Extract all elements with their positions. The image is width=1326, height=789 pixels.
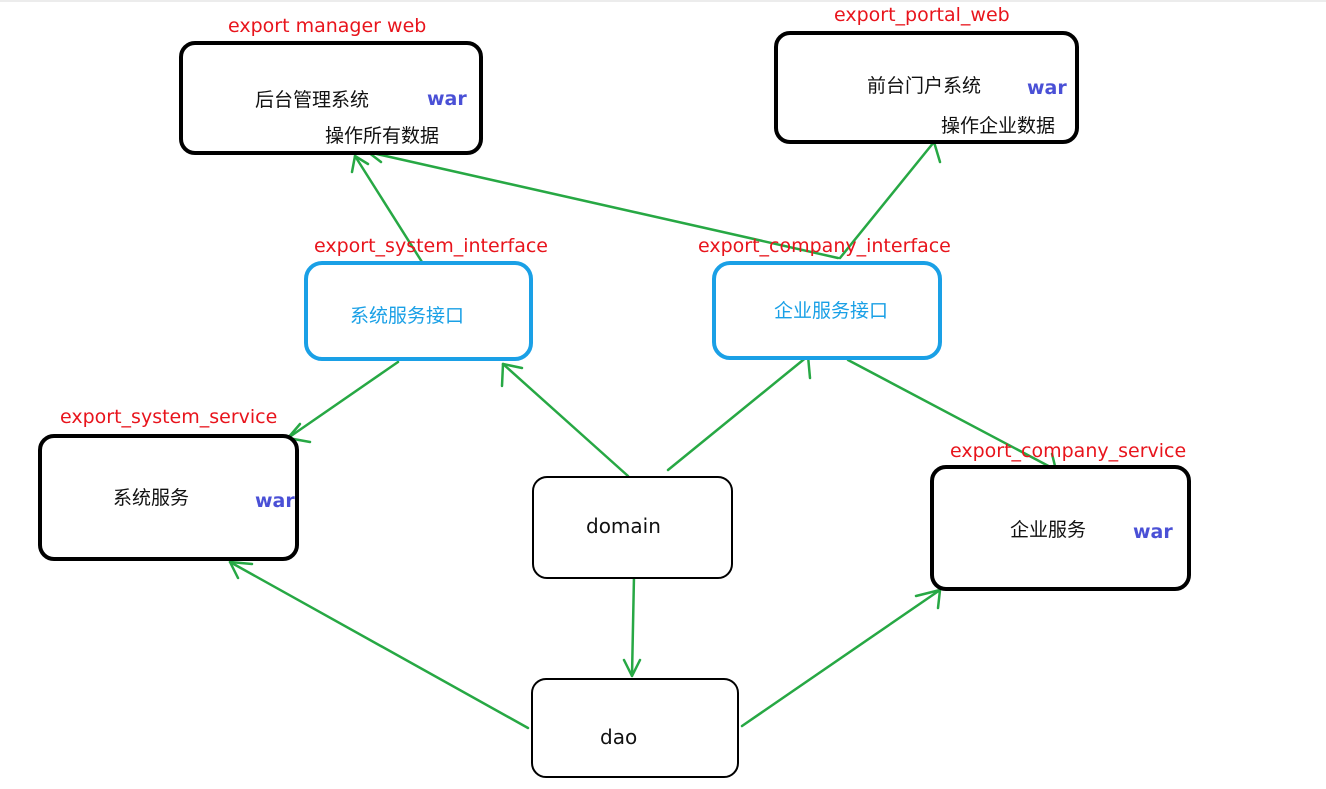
node-portal-web-desc: 操作企业数据 [941,115,1055,137]
node-company-interface-title: 企业服务接口 [774,300,888,322]
node-domain-title: domain [586,514,661,538]
node-portal-web-packaging: war [1027,77,1067,99]
node-company-service-title: 企业服务 [1010,519,1086,541]
node-portal-web-module: export_portal_web [834,4,1010,26]
node-company-service-packaging: war [1133,521,1173,543]
node-system-interface-box [304,261,533,361]
node-system-service-module: export_system_service [60,406,277,428]
edge-domain-to-dao [622,574,642,678]
node-manager-web-title: 后台管理系统 [255,89,369,111]
node-manager-web: export manager web 后台管理系统 war 操作所有数据 [179,15,483,155]
node-manager-web-packaging: war [427,88,467,110]
edges [228,138,1058,730]
node-system-interface-module: export_system_interface [314,235,548,257]
node-system-service-packaging: war [255,490,295,512]
node-company-interface-box [712,261,942,360]
node-company-interface: export_company_interface 企业服务接口 [698,235,951,360]
edge-dao-to-company-service [740,588,942,728]
node-system-interface-title: 系统服务接口 [350,305,464,327]
edge-domain-to-system-interface [500,362,630,478]
edge-system-interface-to-manager-web [350,154,424,264]
node-company-service-module: export_company_service [950,440,1186,462]
node-domain: domain [532,476,733,579]
node-portal-web: export_portal_web 前台门户系统 war 操作企业数据 [774,4,1079,144]
node-company-interface-module: export_company_interface [698,235,951,257]
edge-dao-to-system-service [228,560,530,730]
node-dao-title: dao [600,725,637,749]
node-manager-web-module: export manager web [228,15,426,37]
node-system-service-box [38,434,299,561]
node-system-service-title: 系统服务 [113,487,189,509]
node-system-service: export_system_service 系统服务 war [38,406,299,561]
node-dao-box [531,678,739,778]
node-system-interface: export_system_interface 系统服务接口 [304,235,548,361]
edge-domain-to-company-interface [666,352,812,472]
node-domain-box [532,476,733,579]
node-dao: dao [531,678,739,778]
node-manager-web-box [179,41,483,155]
node-company-service: export_company_service 企业服务 war [930,440,1191,591]
node-company-service-box [930,465,1191,591]
node-manager-web-desc: 操作所有数据 [325,125,439,147]
node-portal-web-title: 前台门户系统 [867,75,981,97]
node-portal-web-box [774,31,1079,144]
edge-system-interface-to-system-service [286,360,400,444]
